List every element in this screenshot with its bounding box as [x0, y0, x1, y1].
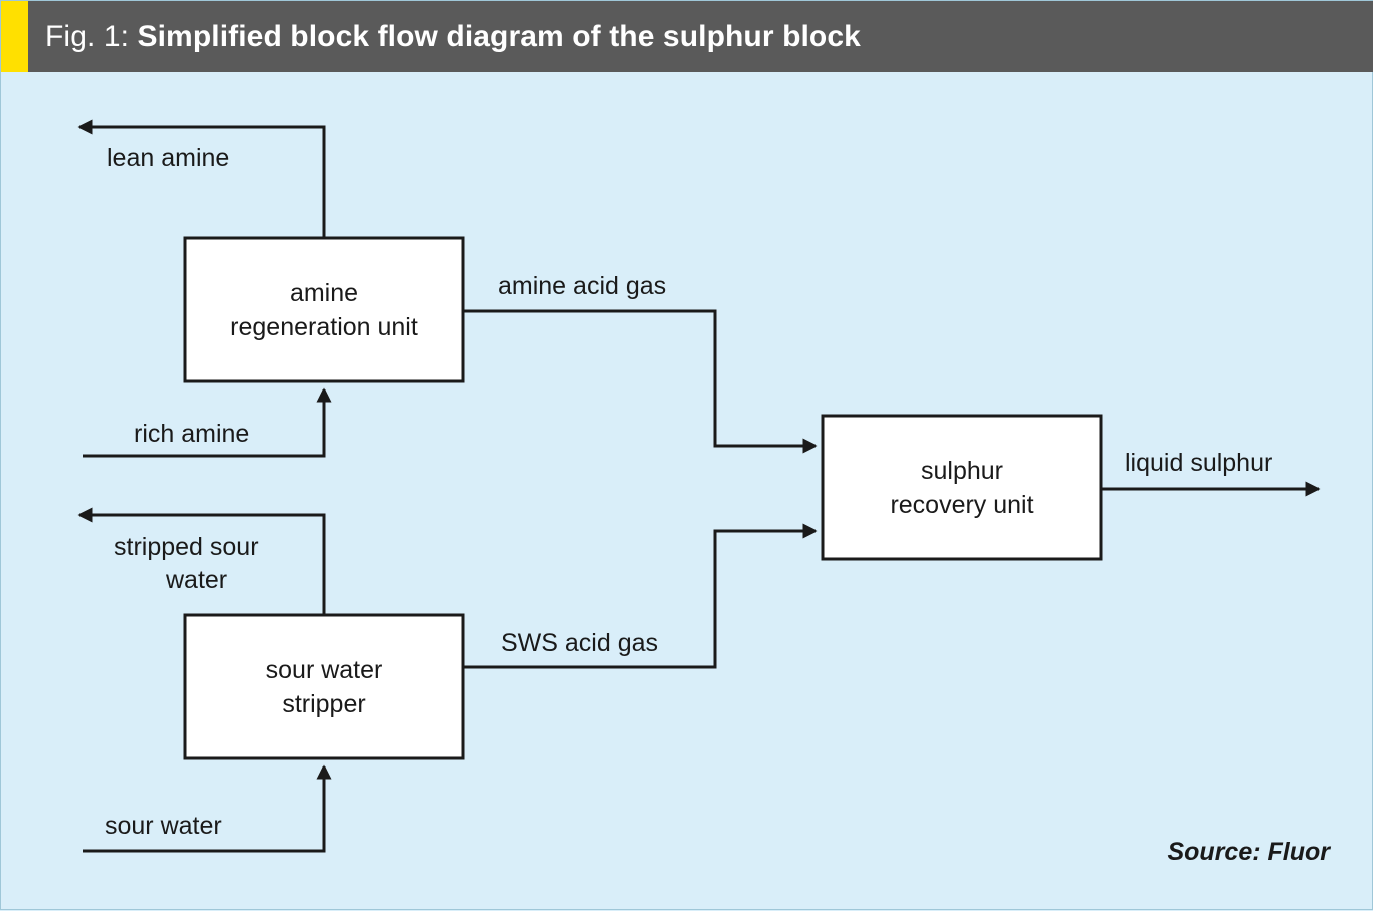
node-label-line-2: stripper	[282, 690, 365, 718]
edge-label-liquid-sulphur: liquid sulphur	[1125, 449, 1272, 477]
edge-label-rich-amine: rich amine	[134, 420, 249, 448]
node-sulphur-recovery-unit[interactable]: sulphur recovery unit	[821, 414, 1103, 561]
connector-sws-acid-gas	[463, 523, 818, 669]
page-title: Fig. 1: Simplified block flow diagram of…	[28, 19, 861, 53]
figure-header: Fig. 1: Simplified block flow diagram of…	[1, 1, 1373, 72]
node-amine-regeneration-unit[interactable]: amine regeneration unit	[183, 236, 465, 383]
connector-rich-amine	[83, 387, 332, 458]
node-label-line-1: sulphur	[921, 457, 1003, 485]
block-flow-diagram: amine regeneration unit sour water strip…	[1, 72, 1373, 911]
connector-lean-amine	[77, 119, 326, 238]
node-label-line-1: amine	[290, 279, 358, 307]
figure-number-label: Fig. 1:	[45, 19, 130, 53]
node-label-line-1: sour water	[266, 656, 383, 684]
edge-label-sour-water: sour water	[105, 812, 222, 840]
connector-sour-water	[83, 764, 332, 853]
node-box	[821, 414, 1103, 561]
connector-amine-acid-gas	[463, 309, 818, 454]
header-accent-bar	[1, 1, 28, 72]
node-box	[183, 236, 465, 383]
node-label-line-2: recovery unit	[890, 491, 1033, 519]
edge-label-stripped-sour-water-line-2: water	[165, 566, 227, 594]
source-credit: Source: Fluor	[1167, 838, 1330, 866]
edge-label-stripped-sour-water-line-1: stripped sour	[114, 533, 259, 561]
node-label-line-2: regeneration unit	[230, 313, 418, 341]
edge-label-lean-amine: lean amine	[107, 144, 229, 172]
edge-label-sws-acid-gas: SWS acid gas	[501, 629, 658, 657]
connector-stripped-sour-water	[77, 507, 326, 615]
figure-title-text: Simplified block flow diagram of the sul…	[129, 20, 861, 53]
edge-label-amine-acid-gas: amine acid gas	[498, 272, 666, 300]
node-box	[183, 613, 465, 760]
figure-title-inner: Simplified block flow diagram of the sul…	[137, 19, 861, 53]
flow-canvas: amine regeneration unit sour water strip…	[77, 119, 1321, 853]
node-sour-water-stripper[interactable]: sour water stripper	[183, 613, 465, 760]
